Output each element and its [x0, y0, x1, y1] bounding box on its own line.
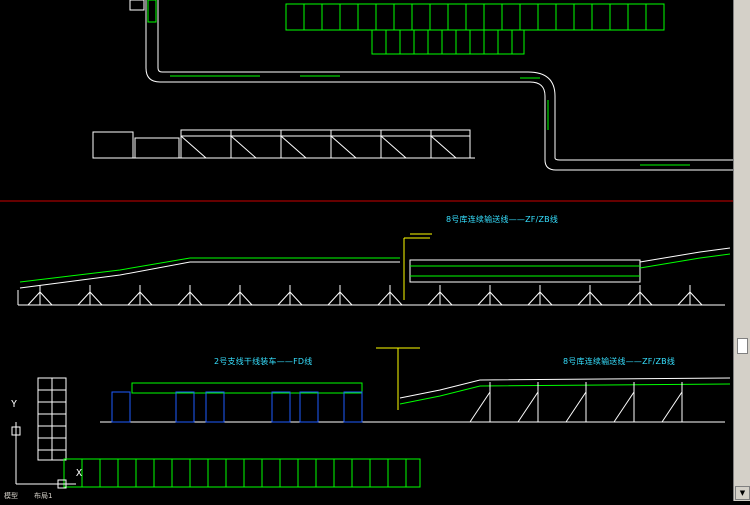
support-brace [39, 291, 53, 306]
loading-equipment [205, 391, 225, 423]
truss-brace [180, 135, 207, 159]
support-brace [239, 291, 253, 306]
support-brace [27, 291, 41, 306]
support-brace [189, 291, 203, 306]
support-brace [589, 291, 603, 306]
loading-equipment [343, 391, 363, 423]
support-brace [289, 291, 303, 306]
loading-equipment [271, 391, 291, 423]
tab-layout1[interactable]: 布局1 [34, 492, 53, 500]
support-brace [517, 391, 539, 423]
loading-equipment [175, 391, 195, 423]
loading-equipment [111, 391, 131, 423]
support-brace [539, 291, 553, 306]
support-brace [389, 291, 403, 306]
crane-mid [403, 233, 432, 300]
scrollbar-thumb[interactable] [737, 338, 748, 354]
support-brace [227, 291, 241, 306]
support-brace [377, 291, 391, 306]
support-brace [527, 291, 541, 306]
layout-tab-bar [0, 489, 733, 501]
support-brace [127, 291, 141, 306]
top-storage-rack [285, 3, 665, 55]
support-brace [177, 291, 191, 306]
top-truss-building [92, 129, 475, 159]
support-brace [427, 291, 441, 306]
top-duct [129, 0, 733, 171]
crane-lower [376, 347, 420, 410]
support-brace [689, 291, 703, 306]
support-brace [661, 391, 683, 423]
duct-fittings [147, 0, 690, 166]
support-brace [639, 291, 653, 306]
lower-left-line-label: 2号支线干线装车——FD线 [214, 357, 313, 366]
truss-brace [430, 135, 457, 159]
support-brace [627, 291, 641, 306]
middle-conveyor-line [17, 233, 731, 306]
support-brace [77, 291, 91, 306]
support-brace [139, 291, 153, 306]
support-brace [565, 391, 587, 423]
support-brace [477, 291, 491, 306]
support-brace [327, 291, 341, 306]
support-brace [89, 291, 103, 306]
support-brace [439, 291, 453, 306]
support-brace [577, 291, 591, 306]
upper-line-label: 8号库连续输送线——ZF/ZB线 [446, 215, 559, 224]
ucs-x-label: X [76, 468, 83, 479]
loading-equipment [299, 391, 319, 423]
lower-right-line-label: 8号库连续输送线——ZF/ZB线 [563, 357, 676, 366]
vertical-scrollbar[interactable] [733, 0, 750, 501]
support-brace [339, 291, 353, 306]
truss-brace [230, 135, 257, 159]
support-brace [489, 291, 503, 306]
ucs-y-label: Y [11, 399, 18, 410]
ucs-icon [11, 422, 76, 489]
support-brace [469, 391, 491, 423]
support-brace [613, 391, 635, 423]
lower-conveyor-line [100, 347, 731, 423]
truss-brace [380, 135, 407, 159]
bottom-rack [37, 377, 421, 488]
truss-brace [330, 135, 357, 159]
truss-brace [280, 135, 307, 159]
support-brace [677, 291, 691, 306]
tab-model[interactable]: 模型 [4, 492, 18, 500]
support-brace [277, 291, 291, 306]
scroll-down-arrow-icon[interactable]: ▼ [735, 486, 750, 500]
